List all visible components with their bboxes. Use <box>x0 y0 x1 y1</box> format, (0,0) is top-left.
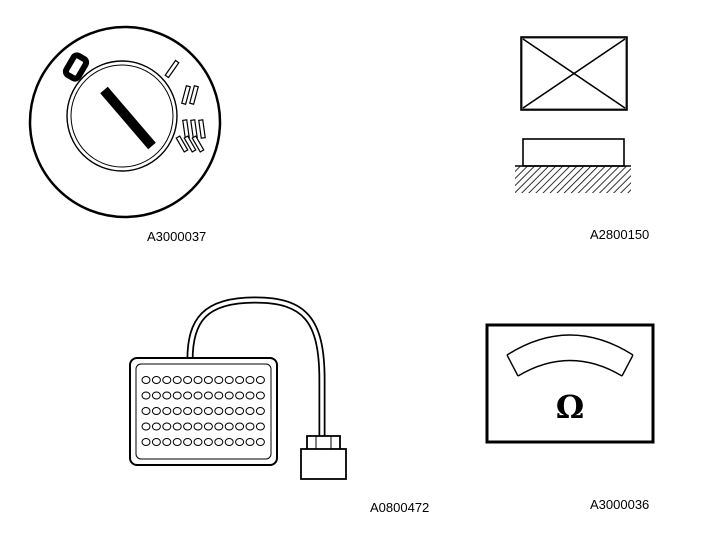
socket-hole <box>162 376 172 384</box>
position-mark-iv <box>175 135 205 153</box>
position-mark-0 <box>62 52 90 82</box>
socket-hole <box>141 376 151 384</box>
breakout-box-code: A0800472 <box>370 500 430 515</box>
socket-hole <box>141 438 151 446</box>
socket-hole <box>162 422 172 431</box>
relay-cross-line-b <box>522 38 626 109</box>
socket-hole <box>214 438 224 446</box>
socket-hole <box>151 376 161 384</box>
breakout-box-panel <box>135 363 272 460</box>
socket-hole <box>151 422 161 431</box>
socket-hole <box>255 391 265 400</box>
meter-scale-outer-arc <box>506 334 634 356</box>
socket-hole <box>214 376 224 384</box>
meter-scale-right-end <box>621 354 634 377</box>
socket-hole <box>183 376 193 384</box>
socket-hole <box>203 376 213 384</box>
meter-scale-inner-arc <box>517 359 623 377</box>
cable-inner <box>188 298 324 440</box>
socket-hole <box>255 376 265 384</box>
socket-hole <box>235 422 245 431</box>
ignition-switch-figure <box>28 25 222 219</box>
socket-hole <box>172 422 182 431</box>
meter-housing <box>485 323 655 444</box>
socket-hole <box>224 407 234 415</box>
relay-socket <box>522 138 625 167</box>
socket-hole <box>224 438 234 446</box>
socket-hole <box>193 438 203 446</box>
ignition-cylinder-outer <box>66 60 178 172</box>
socket-hole <box>203 422 213 431</box>
socket-hole <box>172 407 182 415</box>
socket-hole <box>183 407 193 415</box>
breakout-box-figure <box>129 296 347 480</box>
socket-hole <box>183 422 193 431</box>
relay-body-inner <box>521 37 627 110</box>
ohmmeter-figure: Ω <box>485 323 655 444</box>
socket-hole <box>235 438 245 446</box>
socket-hole <box>162 391 172 400</box>
socket-hole <box>245 391 255 400</box>
socket-hole <box>224 422 234 431</box>
ohmmeter-code: A3000036 <box>590 497 650 512</box>
socket-hole <box>245 376 255 384</box>
socket-hole <box>255 407 265 415</box>
socket-hole <box>203 407 213 415</box>
socket-hole <box>235 407 245 415</box>
socket-hole <box>162 438 172 446</box>
position-mark-iii <box>182 119 206 139</box>
socket-hole <box>151 407 161 415</box>
socket-hole <box>224 376 234 384</box>
ignition-switch-code: A3000037 <box>147 229 207 244</box>
socket-hole <box>141 422 151 431</box>
socket-grid <box>141 376 265 446</box>
socket-hole <box>203 438 213 446</box>
relay-code: A2800150 <box>590 227 650 242</box>
socket-hole <box>235 391 245 400</box>
socket-hole <box>214 407 224 415</box>
socket-hole <box>214 391 224 400</box>
socket-hole <box>141 407 151 415</box>
plug-collar <box>306 435 341 451</box>
position-mark-ii <box>181 85 199 105</box>
socket-hole <box>151 391 161 400</box>
socket-hole <box>224 391 234 400</box>
socket-base-hatching <box>515 166 631 193</box>
ignition-outer-ring <box>28 25 222 219</box>
socket-hole <box>235 376 245 384</box>
socket-hole <box>141 391 151 400</box>
ignition-cylinder-inner <box>70 64 174 168</box>
socket-hole <box>255 438 265 446</box>
socket-hole <box>183 391 193 400</box>
socket-hole <box>193 407 203 415</box>
socket-hole <box>193 391 203 400</box>
meter-scale-left-end <box>506 354 519 377</box>
socket-hole <box>255 422 265 431</box>
relay-figure <box>515 36 631 193</box>
plug-connector <box>300 448 347 480</box>
socket-hole <box>214 422 224 431</box>
socket-hole <box>193 422 203 431</box>
ohm-symbol: Ω <box>556 388 584 426</box>
socket-hole <box>245 438 255 446</box>
socket-hole <box>172 391 182 400</box>
socket-hole <box>183 438 193 446</box>
socket-hole <box>151 438 161 446</box>
socket-hole <box>172 376 182 384</box>
socket-hole <box>162 407 172 415</box>
socket-hole <box>245 407 255 415</box>
position-mark-i <box>164 59 180 79</box>
socket-hole <box>245 422 255 431</box>
socket-hole <box>193 376 203 384</box>
key-slot <box>100 86 156 150</box>
socket-hole <box>172 438 182 446</box>
socket-hole <box>203 391 213 400</box>
